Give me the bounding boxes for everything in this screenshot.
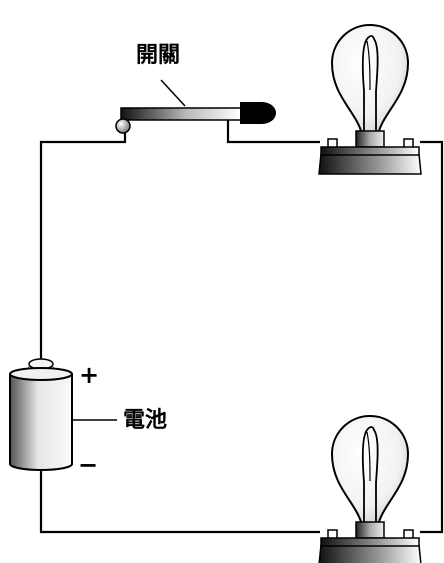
light-bulb-bottom-icon — [318, 415, 422, 563]
minus-sign: − — [78, 451, 98, 479]
wire-switch-to-bulb — [226, 120, 320, 144]
plus-sign: + — [79, 361, 99, 389]
knife-switch-icon[interactable] — [115, 102, 276, 134]
battery-label: 電池 — [123, 408, 167, 433]
switch-leader-line — [160, 79, 186, 107]
wire-left-top — [39, 130, 127, 368]
switch-label: 開關 — [136, 43, 180, 68]
light-bulb-top-icon — [318, 24, 422, 175]
wire-right-vertical — [420, 140, 444, 534]
battery-icon — [9, 358, 73, 471]
wire-bottom — [39, 470, 320, 534]
